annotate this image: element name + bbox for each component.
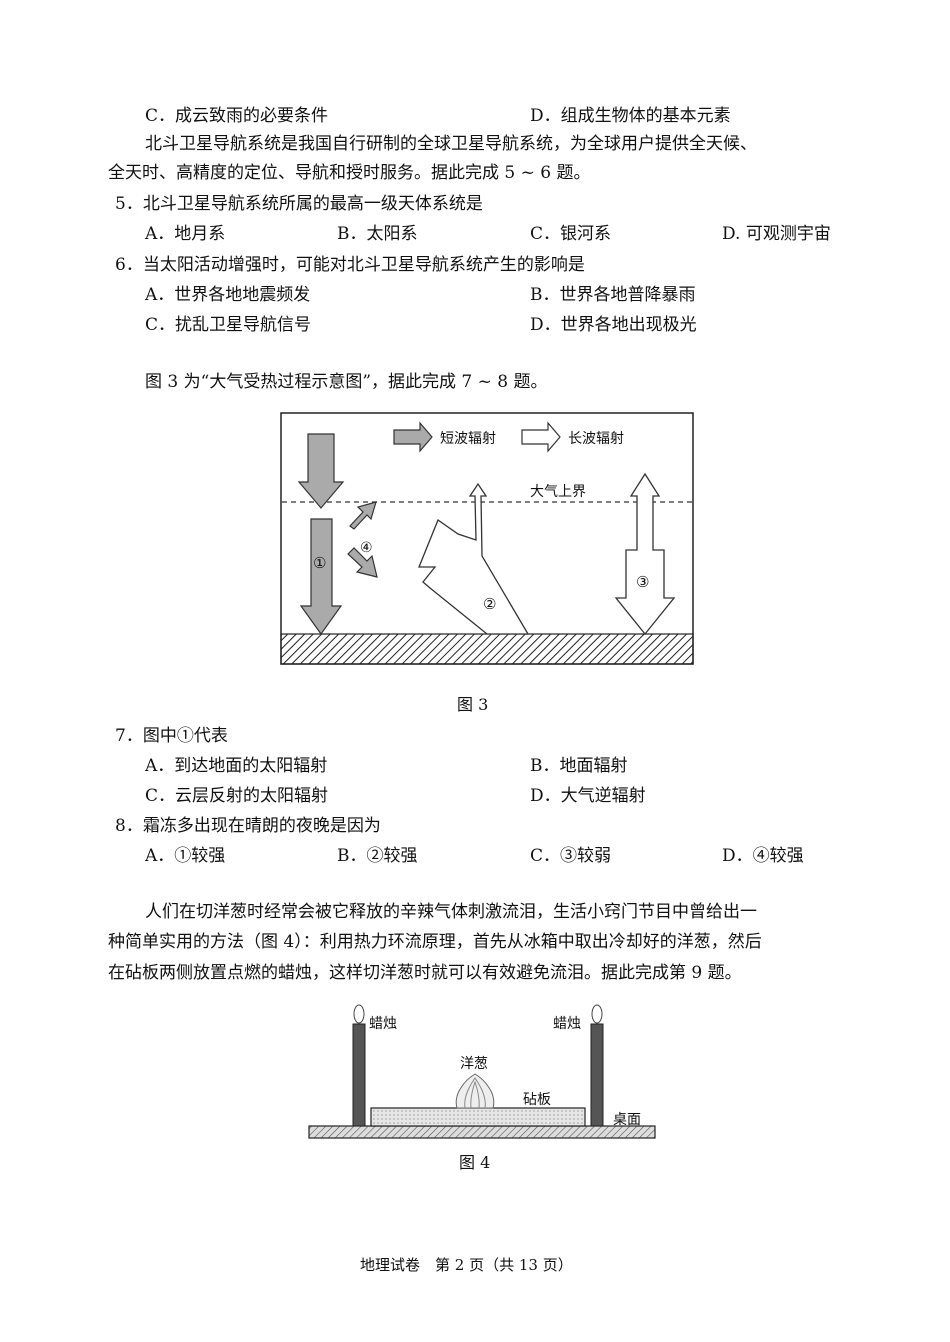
fig3-diagram: 短波辐射 长波辐射 大气上界 ① ④ ② ③: [280, 412, 694, 665]
fig3-caption: 图 3: [457, 695, 489, 714]
q7-option-b: B．地面辐射: [530, 756, 628, 776]
onion-passage-line-2: 种简单实用的方法（图 4）：利用热力环流原理，首先从冰箱中取出冷却好的洋葱，然后: [108, 932, 762, 952]
marker-1: ①: [313, 554, 326, 572]
q4-option-c: C．成云致雨的必要条件: [145, 106, 329, 126]
q6-option-b: B．世界各地普降暴雨: [530, 285, 696, 305]
page-footer: 地理试卷 第 2 页（共 13 页）: [360, 1256, 573, 1274]
q5-option-b: B．太阳系: [337, 224, 418, 244]
left-candle: [352, 1023, 366, 1127]
marker-2: ②: [483, 595, 496, 613]
legend-shortwave-label: 短波辐射: [440, 431, 496, 447]
right-candle: [590, 1023, 604, 1127]
q6-option-a: A．世界各地地震频发: [145, 285, 311, 305]
q6-stem: 6．当太阳活动增强时，可能对北斗卫星导航系统产生的影响是: [115, 255, 585, 275]
table-top: [308, 1125, 656, 1139]
q6-option-c: C．扰乱卫星导航信号: [145, 315, 312, 335]
board-label: 砧板: [523, 1092, 551, 1108]
table-label: 桌面: [613, 1112, 641, 1128]
fig3-intro: 图 3 为“大气受热过程示意图”，据此完成 7 ~ 8 题。: [145, 372, 548, 392]
q5-option-d: D. 可观测宇宙: [722, 224, 831, 244]
ground-surface: [280, 633, 694, 665]
legend-longwave-label: 长波辐射: [568, 431, 624, 447]
q5-stem: 5．北斗卫星导航系统所属的最高一级天体系统是: [115, 194, 483, 214]
fig4-caption: 图 4: [459, 1153, 491, 1172]
right-flame-icon: [591, 1004, 603, 1024]
arrow-4-icon: [347, 547, 378, 578]
longwave-legend-arrow-icon: [521, 421, 561, 453]
q5-option-c: C．银河系: [530, 224, 612, 244]
atmosphere-boundary-label: 大气上界: [530, 484, 586, 500]
q8-option-b: B．②较强: [337, 846, 418, 866]
arrow-3-icon: [614, 472, 676, 636]
marker-4: ④: [360, 540, 373, 556]
q8-option-d: D．④较强: [722, 846, 804, 866]
fig4-diagram: 蜡烛 蜡烛 洋葱 砧板 桌面: [308, 1004, 656, 1139]
onion-passage-line-1: 人们在切洋葱时经常会被它释放的辛辣气体刺激流泪，生活小窍门节目中曾给出一: [145, 902, 757, 922]
q6-option-d: D．世界各地出现极光: [530, 315, 697, 335]
shortwave-legend-arrow-icon: [393, 421, 433, 453]
left-flame-icon: [353, 1004, 365, 1024]
onion-label: 洋葱: [460, 1056, 488, 1072]
marker-3: ③: [636, 573, 649, 591]
reflected-radiation-arrow-icon: [349, 501, 377, 530]
q8-option-a: A．①较强: [145, 846, 226, 866]
cutting-board: [370, 1107, 586, 1127]
arrow-2-icon: [418, 482, 530, 635]
q7-option-d: D．大气逆辐射: [530, 786, 646, 806]
onion-icon: [455, 1073, 495, 1109]
q8-stem: 8．霜冻多出现在晴朗的夜晚是因为: [115, 816, 381, 836]
beidou-passage-line-2: 全天时、高精度的定位、导航和授时服务。据此完成 5 ~ 6 题。: [108, 163, 591, 183]
arrow-1-icon: [299, 518, 343, 636]
right-candle-label: 蜡烛: [553, 1016, 581, 1032]
left-candle-label: 蜡烛: [369, 1016, 397, 1032]
q4-option-d: D．组成生物体的基本元素: [530, 106, 731, 126]
q7-option-c: C．云层反射的太阳辐射: [145, 786, 329, 806]
beidou-passage-line-1: 北斗卫星导航系统是我国自行研制的全球卫星导航系统，为全球用户提供全天候、: [145, 134, 757, 154]
incoming-solar-arrow-icon: [297, 433, 345, 509]
q5-option-a: A．地月系: [145, 224, 226, 244]
q7-stem: 7．图中①代表: [115, 726, 228, 746]
q7-option-a: A．到达地面的太阳辐射: [145, 756, 328, 776]
onion-passage-line-3: 在砧板两侧放置点燃的蜡烛，这样切洋葱时就可以有效避免流泪。据此完成第 9 题。: [108, 963, 742, 983]
q8-option-c: C．③较弱: [530, 846, 612, 866]
